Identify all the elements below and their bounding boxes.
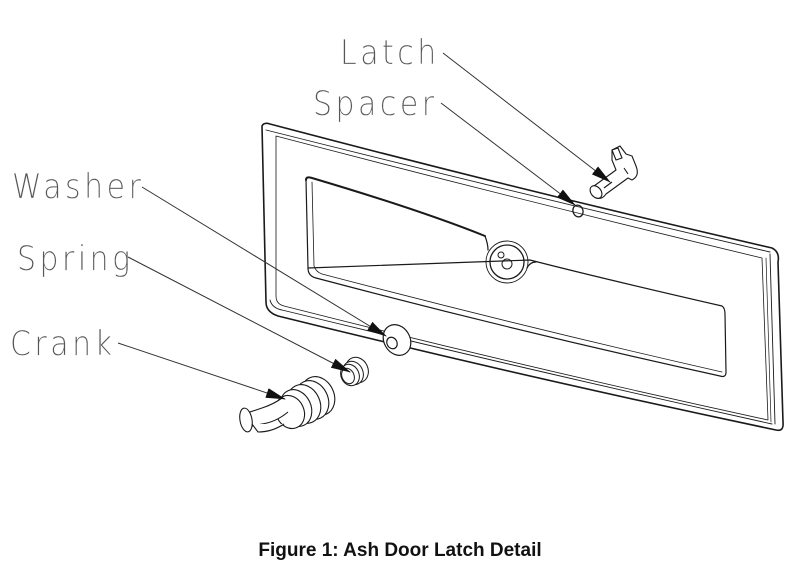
latch-leader <box>442 52 611 183</box>
washer-leader <box>141 186 387 337</box>
callout-latch-label: Latch <box>340 33 440 73</box>
leader-lines <box>117 52 611 400</box>
ash-door-panel <box>261 122 784 432</box>
callout-crank-label: Crank <box>10 324 116 364</box>
spacer-leader <box>440 102 576 206</box>
callout-spring-label: Spring <box>17 239 134 279</box>
callout-spacer-label: Spacer <box>313 84 438 124</box>
spring-part <box>340 356 369 387</box>
figure-caption: Figure 1: Ash Door Latch Detail <box>258 540 542 561</box>
crank-leader <box>117 342 286 400</box>
callout-washer-label: Washer <box>12 167 145 207</box>
crank-part <box>239 376 336 433</box>
spring-leader <box>127 256 351 373</box>
latch-part <box>589 145 638 200</box>
washer-part <box>382 324 412 356</box>
spacer-part <box>572 204 584 218</box>
